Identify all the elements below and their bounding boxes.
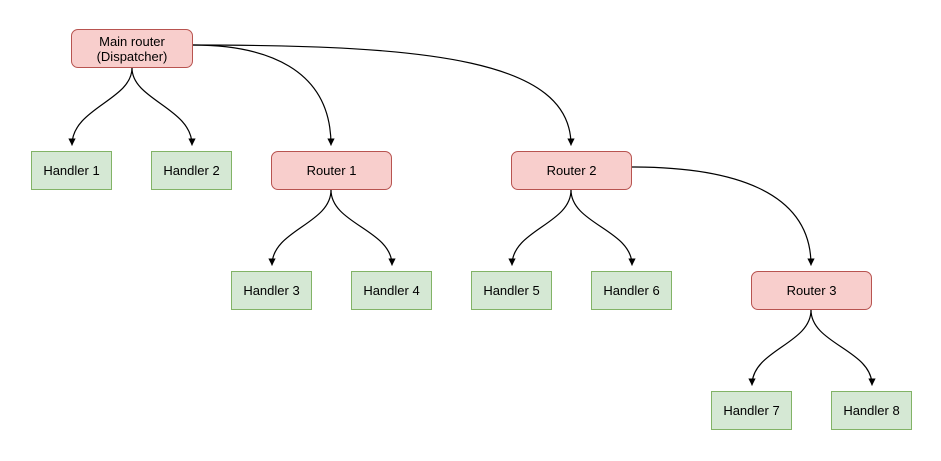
edge-router-3-to-handler-7 xyxy=(748,309,812,386)
node-handler-1[interactable]: Handler 1 xyxy=(31,151,112,190)
node-label-router-1: Router 1 xyxy=(306,163,357,178)
node-router-2[interactable]: Router 2 xyxy=(511,151,632,190)
node-label-router-3: Router 3 xyxy=(786,283,837,298)
node-handler-4[interactable]: Handler 4 xyxy=(351,271,432,310)
edge-router-1-to-handler-4 xyxy=(330,189,396,266)
edge-main-router-to-handler-1 xyxy=(68,67,133,146)
edge-router-3-to-handler-8 xyxy=(810,309,876,386)
node-label-handler-5: Handler 5 xyxy=(483,283,540,298)
edge-router-2-to-handler-6 xyxy=(570,189,636,266)
node-label-router-2: Router 2 xyxy=(546,163,597,178)
node-handler-7[interactable]: Handler 7 xyxy=(711,391,792,430)
edge-main-router-to-router-1 xyxy=(192,44,335,146)
node-router-1[interactable]: Router 1 xyxy=(271,151,392,190)
node-label-handler-4: Handler 4 xyxy=(363,283,420,298)
edges-group xyxy=(68,44,876,386)
edge-router-2-to-handler-5 xyxy=(508,189,572,266)
node-handler-6[interactable]: Handler 6 xyxy=(591,271,672,310)
node-handler-2[interactable]: Handler 2 xyxy=(151,151,232,190)
edge-main-router-to-handler-2 xyxy=(131,67,196,146)
node-label-handler-6: Handler 6 xyxy=(603,283,660,298)
edge-main-router-to-router-2 xyxy=(192,44,575,146)
node-handler-5[interactable]: Handler 5 xyxy=(471,271,552,310)
node-label-handler-2: Handler 2 xyxy=(163,163,220,178)
node-label-handler-7: Handler 7 xyxy=(723,403,780,418)
node-label-handler-1: Handler 1 xyxy=(43,163,100,178)
node-handler-3[interactable]: Handler 3 xyxy=(231,271,312,310)
node-label-main-router: Main router (Dispatcher) xyxy=(96,33,168,64)
edge-router-1-to-handler-3 xyxy=(268,189,332,266)
node-label-handler-8: Handler 8 xyxy=(843,403,900,418)
node-main-router[interactable]: Main router (Dispatcher) xyxy=(71,29,193,68)
node-handler-8[interactable]: Handler 8 xyxy=(831,391,912,430)
node-router-3[interactable]: Router 3 xyxy=(751,271,872,310)
node-label-handler-3: Handler 3 xyxy=(243,283,300,298)
edge-router-2-to-router-3 xyxy=(631,166,815,266)
